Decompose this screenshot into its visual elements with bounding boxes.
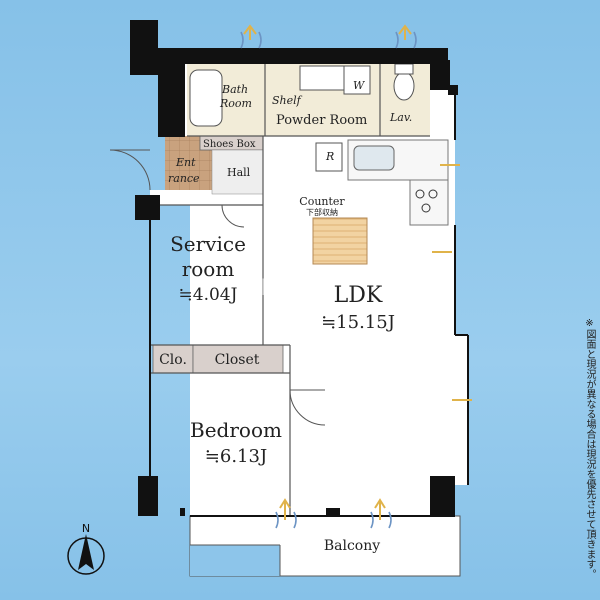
service-room-label-2: room [182, 257, 235, 281]
fridge-space [315, 142, 343, 172]
exterior-walls [130, 20, 458, 516]
hall-floor [211, 149, 264, 195]
sink [353, 145, 395, 171]
watermark-sub: スミカ・クリエ [265, 309, 335, 321]
watermark-brand: CENTURY 21 [231, 276, 369, 301]
bath-label-2: Room [219, 97, 252, 110]
shoes-box-label: Shoes Box [203, 139, 256, 150]
entrance-label-2: rance [168, 172, 200, 185]
bedroom-label: Bedroom [190, 418, 282, 442]
kitchen-stove [409, 179, 449, 226]
closet [192, 344, 284, 374]
clo-label: Clo. [159, 352, 187, 368]
shelf-label: Shelf [272, 94, 303, 107]
counter-island [312, 217, 368, 265]
ldk-area: ≒15.15J [321, 312, 395, 333]
toilet [393, 71, 415, 101]
w-label: W [353, 79, 366, 92]
washbasin [299, 65, 345, 91]
compass-label: N [82, 522, 90, 535]
ldk-label: LDK [334, 283, 383, 308]
closet-label: Closet [215, 352, 260, 368]
side-note: ※図面と現況が異なる場合は現況を優先させて頂きます。 [584, 318, 595, 579]
counter-label: Counter [299, 195, 345, 208]
bathtub [189, 69, 223, 127]
bedroom-area: ≒6.13J [205, 446, 267, 467]
bath-label-1: Bath [221, 83, 248, 96]
service-room-area: ≒4.04J [179, 285, 238, 305]
washer-space [343, 65, 371, 95]
counter-sub-label: 下部収納 [306, 207, 338, 217]
service-room-label-1: Service [170, 232, 246, 256]
doors [109, 149, 326, 426]
entrance-label-1: Ent [175, 156, 196, 169]
powder-room-label: Powder Room [276, 113, 367, 128]
north-compass: N [67, 522, 105, 575]
balcony-notch [190, 545, 280, 576]
lav-label: Lav. [389, 111, 412, 124]
ventilation-arrows [243, 24, 472, 520]
balcony-label: Balcony [324, 538, 380, 554]
hall-label: Hall [227, 166, 251, 179]
r-label: R [325, 150, 334, 163]
